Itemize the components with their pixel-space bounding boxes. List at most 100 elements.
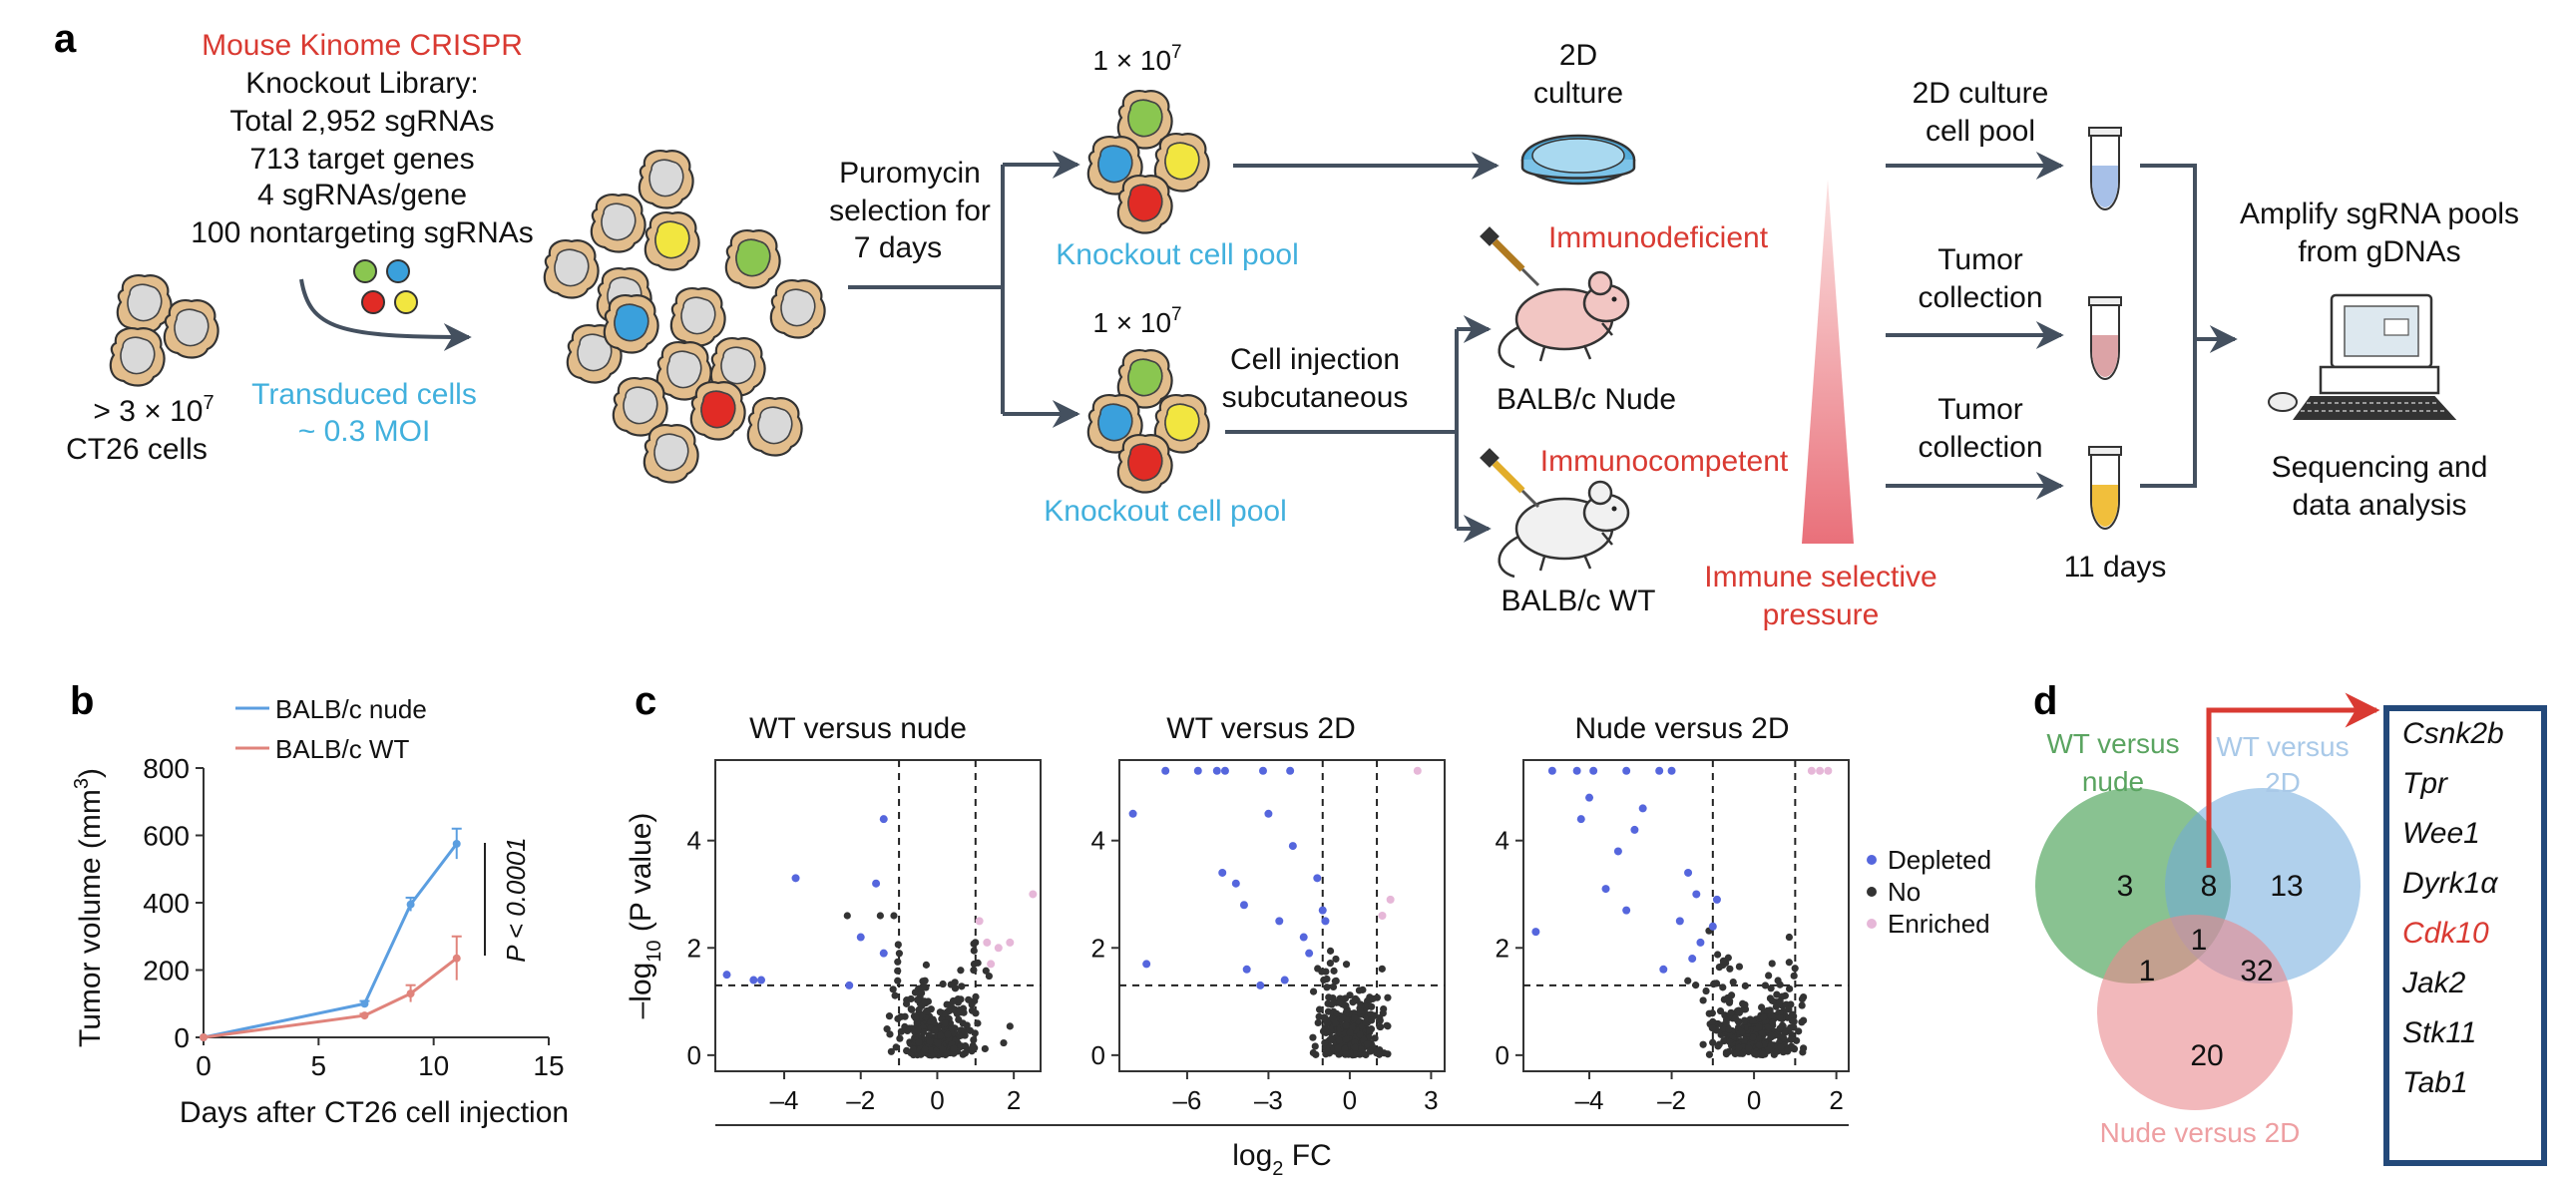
point-no (937, 1031, 945, 1039)
legend-dot-no (1867, 887, 1877, 897)
legend-depleted: Depleted (1888, 845, 1991, 875)
point-no (1699, 1040, 1707, 1048)
point-depleted (1305, 949, 1314, 958)
point-enriched (983, 938, 992, 947)
point-no (883, 1025, 891, 1033)
legend-dot-depleted (1867, 855, 1877, 865)
point-no (1714, 951, 1722, 959)
point-no (1309, 1033, 1317, 1041)
seq-line: data analysis (2292, 489, 2466, 522)
point-depleted (1572, 766, 1581, 775)
point-depleted (872, 879, 881, 888)
library-line: Total 2,952 sgRNAs (229, 105, 494, 138)
gene-name: Tab1 (2402, 1066, 2468, 1099)
selection-branch-lines (848, 163, 1075, 416)
point-no (1722, 1019, 1730, 1027)
point-no (1376, 1014, 1384, 1022)
venn-label-nude-2d: Nude versus 2D (2100, 1117, 2301, 1148)
point-no (1342, 1021, 1350, 1029)
point-no (1311, 1042, 1319, 1050)
y-tick-label: 600 (143, 821, 190, 852)
point-depleted (757, 976, 766, 985)
point-depleted (1280, 976, 1289, 985)
tumor-line: Tumor (1937, 393, 2023, 426)
point-no (909, 1045, 918, 1053)
transduced-line2: ~ 0.3 MOI (298, 415, 431, 448)
point-depleted (1622, 906, 1631, 915)
point-no (1327, 1025, 1335, 1033)
legend-wt: BALB/c WT (275, 734, 409, 764)
x-tick-label: 10 (418, 1050, 449, 1081)
point-no (949, 996, 958, 1005)
point-no (1383, 1021, 1391, 1029)
point-no (1684, 977, 1692, 985)
series-line (203, 957, 458, 1039)
library-line: 713 target genes (249, 143, 474, 176)
gene-list-box (2383, 705, 2547, 1166)
point-depleted (1256, 981, 1265, 989)
point-no (894, 977, 902, 985)
point-no (1318, 968, 1326, 976)
pressure-line: Immune selective (1704, 561, 1936, 593)
point-enriched (1807, 766, 1816, 775)
x-tick-label: 2 (1829, 1085, 1843, 1115)
point-depleted (1161, 766, 1170, 775)
point-no (972, 1009, 980, 1017)
point-no (894, 958, 902, 966)
point-no (895, 950, 903, 958)
point-no (892, 1043, 900, 1051)
point-no (1764, 1006, 1772, 1014)
point-no (885, 1012, 894, 1020)
library-line: 100 nontargeting sgRNAs (191, 216, 534, 249)
y-tick-label: 0 (1091, 1040, 1105, 1070)
point-no (1777, 1043, 1785, 1051)
gene-name: Dyrk1α (2402, 867, 2498, 900)
point-no (941, 1019, 949, 1027)
point-no (1326, 947, 1335, 955)
point-no (1309, 1048, 1317, 1057)
transduced-line1: Transduced cells (251, 378, 477, 411)
legend-nude: BALB/c nude (275, 694, 427, 724)
point-no (921, 1045, 929, 1054)
point-no (903, 1026, 912, 1035)
point-no (1727, 1008, 1735, 1016)
panel-d: d WT versus nude WT versus 2D Nude versu… (2033, 679, 2547, 1166)
pool-count-bottom: 1 × 107 (1092, 304, 1181, 338)
point-no (1735, 1043, 1743, 1051)
pool-bottom-cells-icon (1088, 350, 1209, 492)
point-no (1351, 1043, 1359, 1051)
volcano-title-wt-2d: WT versus 2D (1166, 712, 1355, 745)
x-tick-label: –2 (846, 1085, 875, 1115)
point-no (1346, 1028, 1354, 1036)
wt-mouse-label: BALB/c WT (1501, 585, 1655, 617)
point-no (1328, 1000, 1336, 1008)
point-no (922, 1007, 931, 1015)
point-no (1315, 1005, 1324, 1013)
point-no (1330, 967, 1338, 975)
point-depleted (1576, 815, 1585, 824)
point-no (1740, 1016, 1749, 1024)
panel-c: c WT versus nude WT versus 2D Nude versu… (625, 679, 1991, 1180)
point-no (1749, 1016, 1757, 1025)
growth-xlabel: Days after CT26 cell injection (180, 1096, 569, 1129)
point-no (922, 961, 931, 969)
point-no (943, 1000, 951, 1008)
point-no (939, 1045, 947, 1053)
point-no (1699, 996, 1707, 1004)
point-no (1749, 1033, 1757, 1041)
point-no (970, 1035, 978, 1044)
x-tick-label: 5 (311, 1050, 327, 1081)
point-no (921, 997, 929, 1005)
point-no (1755, 1041, 1763, 1049)
point-enriched (1386, 895, 1395, 904)
point-no (944, 1030, 952, 1038)
point-depleted (1218, 868, 1227, 877)
point-no (1735, 963, 1744, 971)
point-enriched (1816, 766, 1825, 775)
panel-a: a Mouse Kinome CRISPR Knockout Library: … (54, 17, 2519, 631)
point-depleted (1239, 901, 1248, 910)
y-tick-label: 0 (1496, 1040, 1509, 1070)
